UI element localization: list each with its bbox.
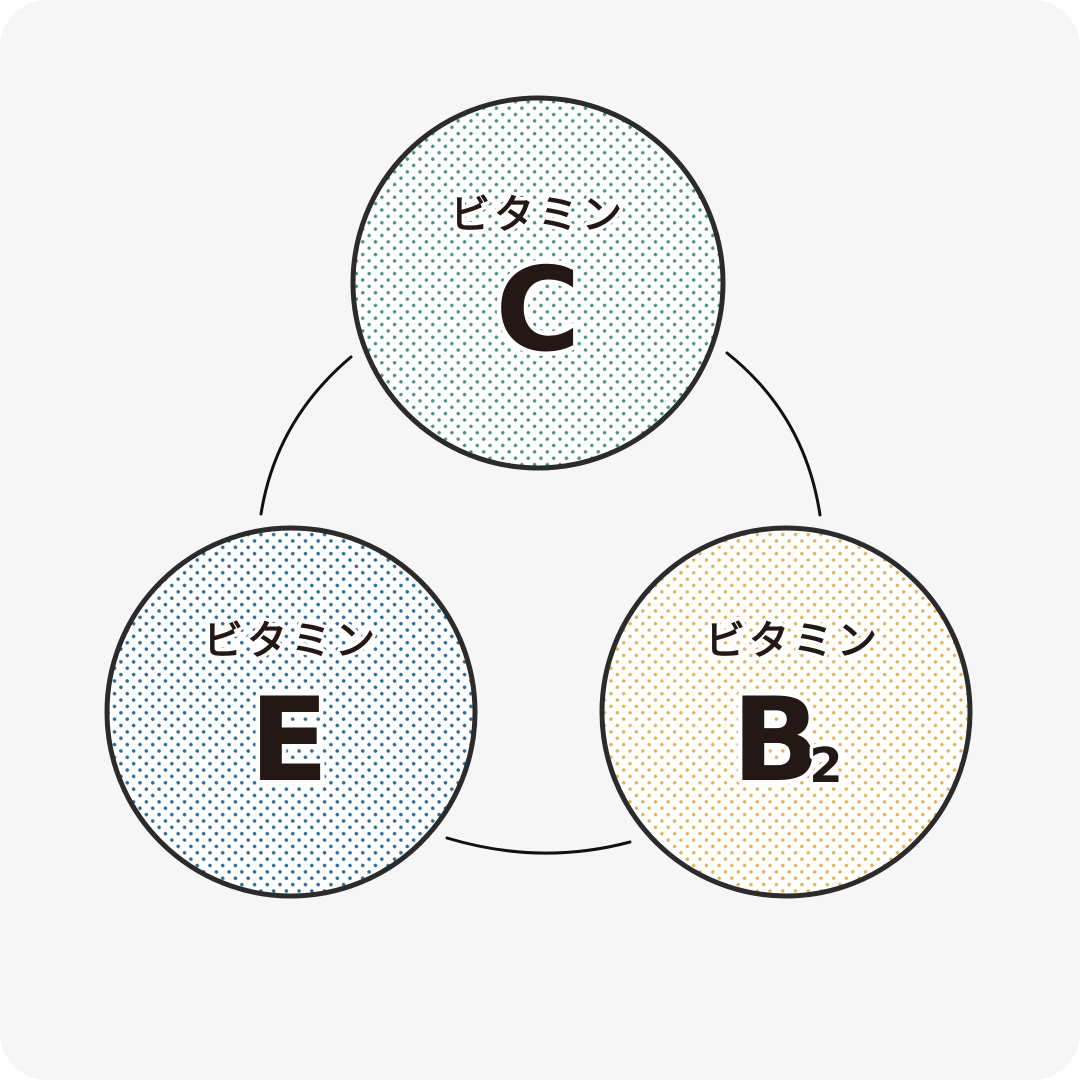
circle-fill-e <box>107 528 475 896</box>
connector-c-b2 <box>725 351 822 517</box>
circle-outline-c <box>350 95 726 471</box>
label-prefix-b2: ビタミン <box>705 618 881 664</box>
label-letter-e: E <box>249 673 328 808</box>
connector-c-e <box>259 355 353 516</box>
node-vitamin-c: ビタミン C <box>350 95 726 471</box>
node-vitamin-b2: ビタミン B 2 <box>599 525 973 899</box>
circle-fill-c <box>353 98 723 468</box>
label-prefix-c: ビタミン <box>450 192 626 238</box>
circle-fill-b2 <box>602 528 970 896</box>
connector-e-b2 <box>445 836 632 855</box>
label-prefix-e: ビタミン <box>203 618 379 664</box>
node-vitamin-e: ビタミン E <box>104 525 478 899</box>
label-subscript-b2: 2 <box>809 738 842 794</box>
circle-outline-e <box>104 525 478 899</box>
circle-outline-b2 <box>599 525 973 899</box>
label-letter-c: C <box>495 243 580 378</box>
label-letter-b2: B <box>732 673 820 808</box>
